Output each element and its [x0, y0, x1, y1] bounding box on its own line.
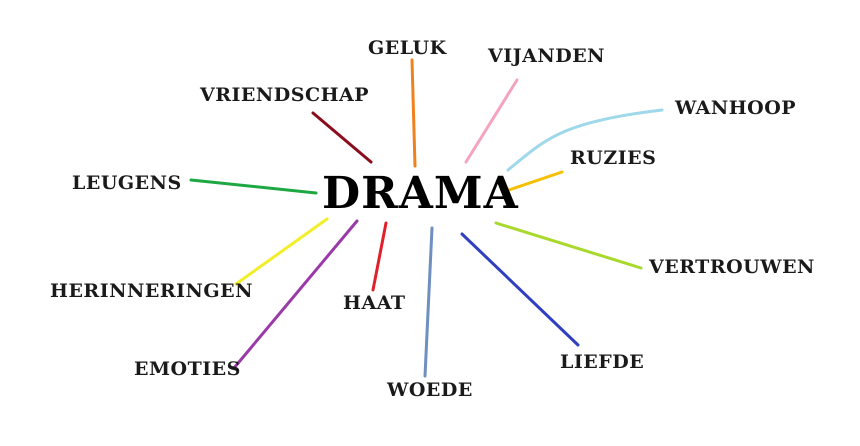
line-vriendschap: [311, 111, 373, 164]
node-liefde: LIEFDE: [560, 351, 645, 373]
node-leugens: LEUGENS: [72, 172, 182, 194]
center-node-drama: DRAMA: [322, 168, 519, 219]
line-wanhoop: [506, 108, 664, 172]
line-geluk: [410, 58, 417, 168]
line-leugens: [189, 178, 318, 195]
node-haat: HAAT: [343, 292, 406, 314]
line-vijanden: [464, 78, 519, 164]
line-haat: [371, 221, 388, 292]
node-vriendschap: VRIENDSCHAP: [200, 84, 370, 106]
line-woede: [423, 226, 434, 378]
line-herinneringen: [234, 217, 329, 286]
node-geluk: GELUK: [368, 37, 447, 59]
node-vertrouwen: VERTROUWEN: [649, 256, 815, 278]
node-wanhoop: WANHOOP: [675, 97, 797, 119]
line-ruzies: [501, 170, 564, 194]
node-emoties: EMOTIES: [134, 358, 241, 380]
node-vijanden: VIJANDEN: [488, 45, 606, 67]
line-emoties: [232, 219, 359, 370]
node-ruzies: RUZIES: [570, 147, 657, 169]
node-woede: WOEDE: [387, 379, 473, 401]
line-vertrouwen: [494, 221, 643, 270]
node-herinneringen: HERINNERINGEN: [50, 280, 253, 302]
line-liefde: [460, 232, 580, 347]
